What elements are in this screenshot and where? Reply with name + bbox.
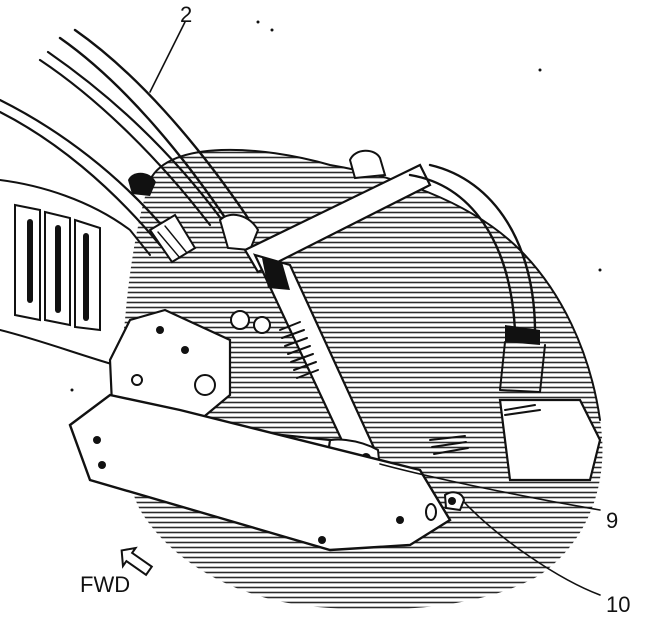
support-strap xyxy=(243,149,432,274)
front-brake-cable xyxy=(58,28,260,252)
crossmember-base xyxy=(68,393,452,552)
scan-specks xyxy=(70,20,602,392)
callout-9: 9 xyxy=(606,508,618,533)
callout-2: 2 xyxy=(180,2,192,27)
forward-arrow-icon xyxy=(120,546,154,577)
curved-pipe xyxy=(408,163,546,393)
rear-brake-cables xyxy=(0,50,224,264)
body-panel xyxy=(0,172,156,366)
callout-leaders xyxy=(149,21,601,596)
equalizer-spring xyxy=(279,321,319,379)
callout-10: 10 xyxy=(606,592,630,617)
transmission-mount xyxy=(425,398,602,521)
fwd-label: FWD xyxy=(80,572,130,597)
